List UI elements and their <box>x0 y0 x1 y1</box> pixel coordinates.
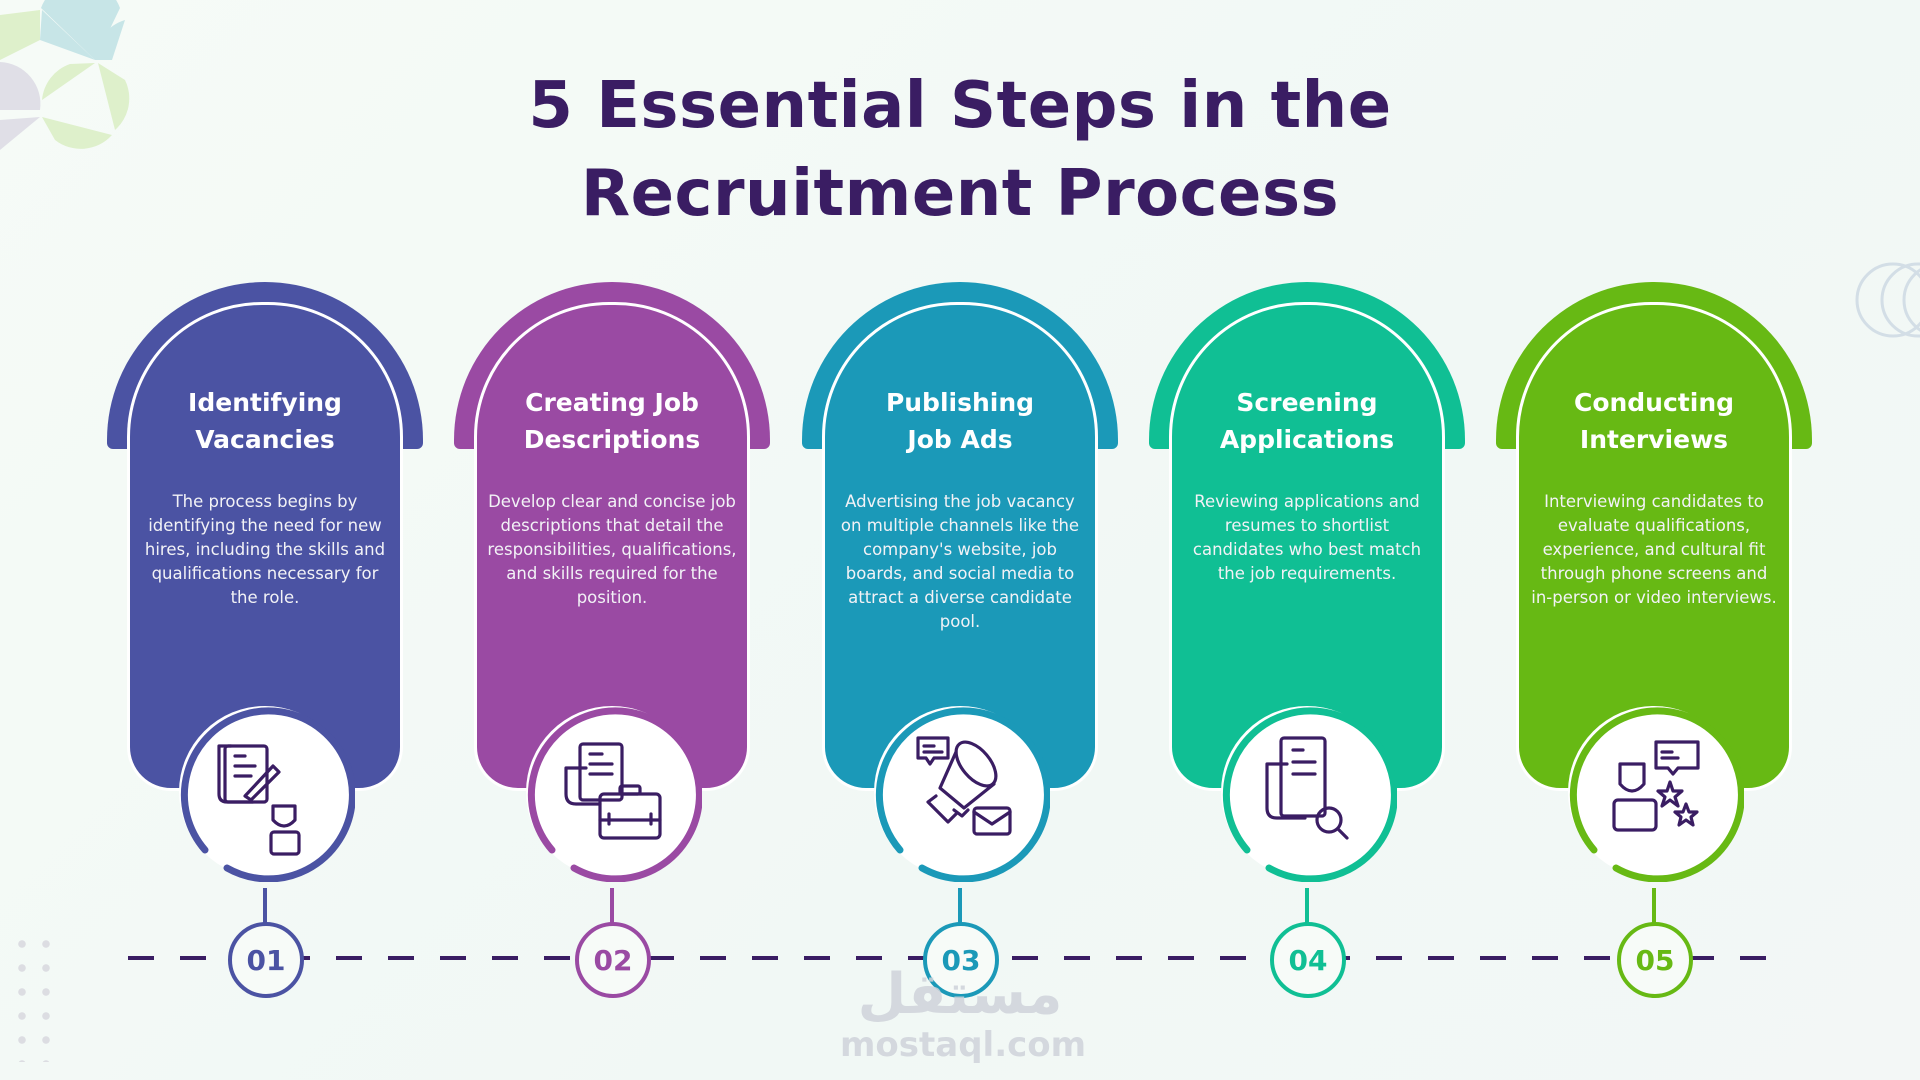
megaphone-icon <box>916 736 1012 836</box>
step-title: Conducting Interviews <box>1524 384 1784 458</box>
decorative-petals-top-left <box>0 0 130 150</box>
step-title-line-2: Descriptions <box>523 425 701 454</box>
icon-ring-arc <box>1222 707 1397 882</box>
step-connector <box>1305 888 1309 924</box>
step-title: Screening Applications <box>1177 384 1437 458</box>
step-card: Identifying Vacancies The process begins… <box>95 0 435 1080</box>
step-title-line-1: Publishing <box>885 388 1035 417</box>
step-icon-badge <box>1568 706 1744 882</box>
decorative-rings-right <box>1855 262 1920 338</box>
icon-ring-arc <box>180 707 355 882</box>
icon-ring-arc <box>527 707 702 882</box>
step-icon-badge <box>1221 706 1397 882</box>
step-title: Publishing Job Ads <box>830 384 1090 458</box>
step-connector <box>1652 888 1656 924</box>
step-title: Creating Job Descriptions <box>482 384 742 458</box>
step-connector <box>610 888 614 924</box>
step-title: Identifying Vacancies <box>135 384 395 458</box>
step-card: Conducting Interviews Interviewing candi… <box>1484 0 1824 1080</box>
step-title-line-1: Creating Job <box>525 388 699 417</box>
step-number-badge: 04 <box>1270 922 1346 998</box>
decorative-dot-grid <box>10 932 50 1062</box>
step-title-line-1: Conducting <box>1573 388 1735 417</box>
step-description: Develop clear and concise job descriptio… <box>487 492 737 607</box>
step-title-line-2: Applications <box>1219 425 1395 454</box>
step-number: 04 <box>1288 943 1328 977</box>
step-icon-badge <box>526 706 702 882</box>
step-description: Interviewing candidates to evaluate qual… <box>1531 492 1777 607</box>
watermark-latin: mostaql.com <box>840 1025 1087 1065</box>
step-number-badge: 05 <box>1617 922 1693 998</box>
step-title-line-2: Vacancies <box>195 425 335 454</box>
document-search-icon <box>1265 736 1349 840</box>
page-title: 5 Essential Steps in the Recruitment Pro… <box>0 62 1920 238</box>
interview-stars-icon <box>1612 740 1700 832</box>
icon-ring-arc <box>1569 707 1744 882</box>
page-title-line-2: Recruitment Process <box>580 157 1340 231</box>
step-number: 02 <box>593 943 633 977</box>
step-card: Screening Applications Reviewing applica… <box>1137 0 1477 1080</box>
step-title-line-1: Identifying <box>188 388 342 417</box>
step-card: Publishing Job Ads Advertising the job v… <box>790 0 1130 1080</box>
step-description: Advertising the job vacancy on multiple … <box>840 492 1080 631</box>
page-title-line-1: 5 Essential Steps in the <box>528 69 1392 143</box>
watermark: مستقل mostaql.com <box>840 962 1087 1066</box>
step-number: 01 <box>246 943 286 977</box>
step-icon-badge <box>179 706 355 882</box>
step-number-badge: 02 <box>575 922 651 998</box>
step-description: The process begins by identifying the ne… <box>144 492 386 607</box>
step-title-line-2: Job Ads <box>907 425 1013 454</box>
watermark-arabic: مستقل <box>857 962 1063 1027</box>
step-number: 03 <box>941 943 981 977</box>
step-connector <box>958 888 962 924</box>
step-number-badge: 01 <box>228 922 304 998</box>
step-number: 05 <box>1635 943 1675 977</box>
step-card: Creating Job Descriptions Develop clear … <box>442 0 782 1080</box>
icon-ring-arc <box>875 707 1050 882</box>
step-title-line-1: Screening <box>1236 388 1378 417</box>
step-connector <box>263 888 267 924</box>
document-briefcase-icon <box>564 742 662 840</box>
step-title-line-2: Interviews <box>1579 425 1729 454</box>
step-number-badge: 03 <box>923 922 999 998</box>
step-icon-badge <box>874 706 1050 882</box>
document-edit-person-icon <box>217 744 301 856</box>
step-description: Reviewing applications and resumes to sh… <box>1192 492 1422 583</box>
